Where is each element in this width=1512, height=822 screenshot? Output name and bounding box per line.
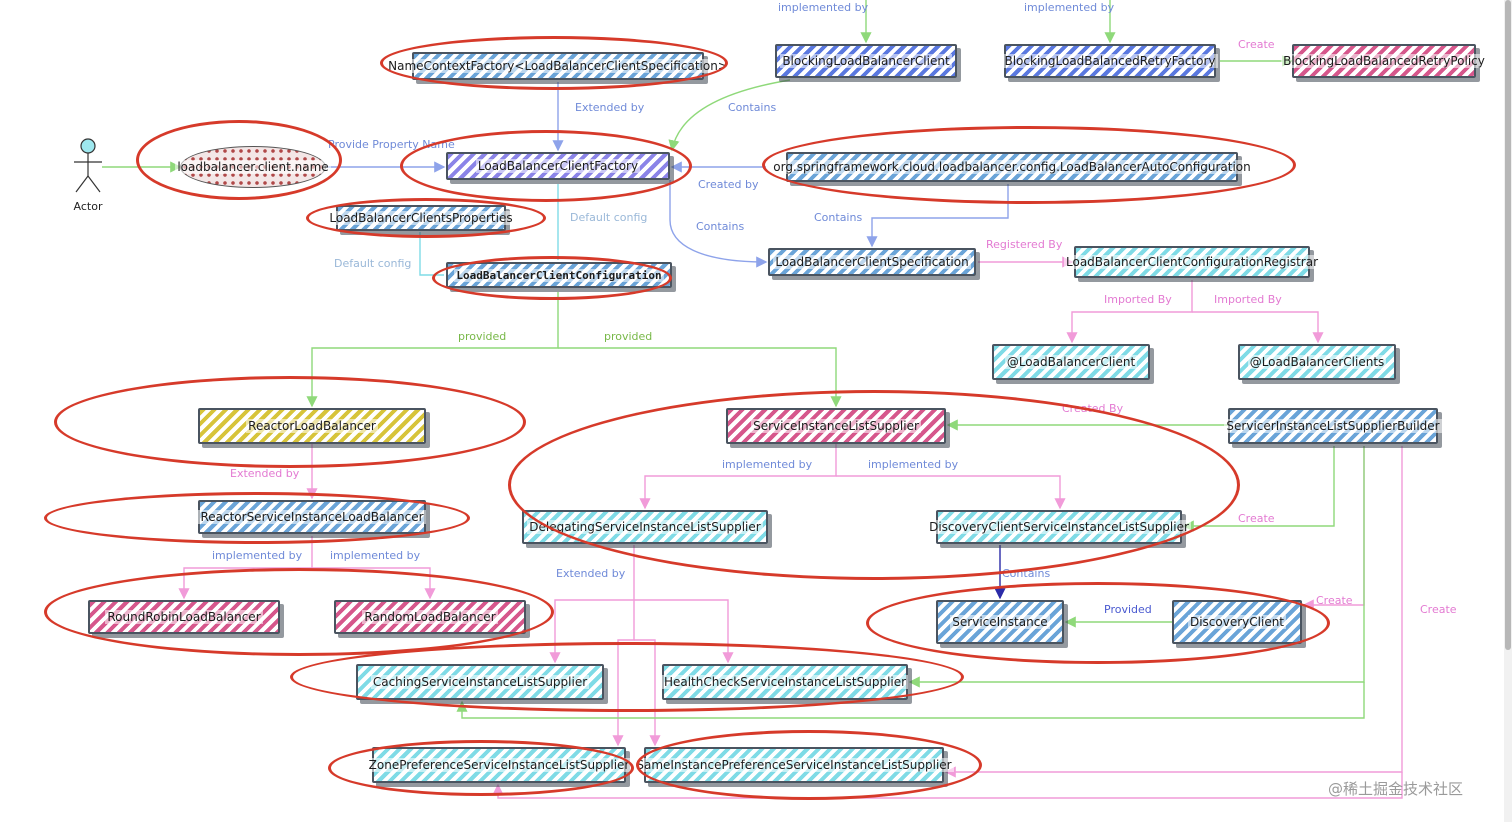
highlight-ring — [432, 256, 672, 300]
highlight-ring — [508, 390, 1240, 580]
client-specification-node[interactable]: LoadBalancerClientSpecification — [768, 248, 976, 276]
node-label: BlockingLoadBalancerClient — [780, 54, 952, 68]
highlight-ring — [328, 740, 634, 796]
actor-figure-icon — [74, 138, 102, 193]
edge-label: Create — [1316, 594, 1353, 607]
highlight-ring — [636, 730, 982, 800]
actor-label: Actor — [73, 200, 103, 213]
edge-label: implemented by — [330, 549, 421, 562]
highlight-ring — [290, 642, 964, 712]
at-load-balancer-client-node[interactable]: @LoadBalancerClient — [992, 344, 1150, 380]
edge-label: Extended by — [575, 101, 645, 114]
supplier-builder-node[interactable]: ServicerInstanceListSupplierBuilder — [1224, 408, 1442, 444]
edge-label: Create — [1238, 512, 1275, 525]
highlight-ring — [400, 130, 692, 202]
edge-label: implemented by — [212, 549, 303, 562]
node-label: @LoadBalancerClient — [1004, 355, 1138, 369]
edge-label: Imported By — [1214, 293, 1282, 306]
edge-label: Default config — [334, 257, 412, 270]
node-label: BlockingLoadBalancedRetryFactory — [1002, 54, 1218, 68]
highlight-ring — [762, 126, 1296, 204]
node-label: @LoadBalancerClients — [1247, 355, 1387, 369]
edge-label: Extended by — [230, 467, 300, 480]
blocking-load-balancer-client-node[interactable]: BlockingLoadBalancerClient — [775, 44, 957, 78]
edge-label: implemented by — [1024, 1, 1115, 14]
edge-label: Contains — [728, 101, 777, 114]
highlight-ring — [136, 120, 342, 200]
highlight-ring — [866, 582, 1330, 664]
edge-label: Created by — [698, 178, 759, 191]
blocking-retry-factory-node[interactable]: BlockingLoadBalancedRetryFactory — [1002, 44, 1218, 78]
highlight-ring — [380, 36, 728, 90]
at-load-balancer-clients-node[interactable]: @LoadBalancerClients — [1238, 344, 1396, 380]
highlight-ring — [44, 568, 554, 656]
edge-label: Create — [1238, 38, 1275, 51]
edge-label: Extended by — [556, 567, 626, 580]
edge-label: implemented by — [778, 1, 869, 14]
node-label: LoadBalancerClientConfigurationRegistrar — [1064, 255, 1321, 269]
vertical-scrollbar[interactable] — [1504, 0, 1512, 822]
edge-label: provided — [458, 330, 507, 343]
blocking-retry-policy-node[interactable]: BlockingLoadBalancedRetryPolicy — [1281, 44, 1487, 78]
node-label: BlockingLoadBalancedRetryPolicy — [1281, 54, 1487, 68]
scrollbar-thumb[interactable] — [1505, 0, 1511, 650]
watermark: @稀土掘金技术社区 — [1328, 780, 1464, 798]
highlight-ring — [306, 198, 546, 238]
configuration-registrar-node[interactable]: LoadBalancerClientConfigurationRegistrar — [1064, 246, 1321, 278]
edge-label: Create — [1420, 603, 1457, 616]
highlight-ring — [44, 492, 470, 544]
highlight-ring — [54, 376, 526, 468]
edge-label: Contains — [696, 220, 745, 233]
edge-label: Contains — [814, 211, 863, 224]
edge-label: provided — [604, 330, 653, 343]
edge-label: Imported By — [1104, 293, 1172, 306]
edge-label: Default config — [570, 211, 648, 224]
edge-label: Registered By — [986, 238, 1063, 251]
node-label: ServicerInstanceListSupplierBuilder — [1224, 419, 1442, 433]
node-label: LoadBalancerClientSpecification — [773, 255, 971, 269]
